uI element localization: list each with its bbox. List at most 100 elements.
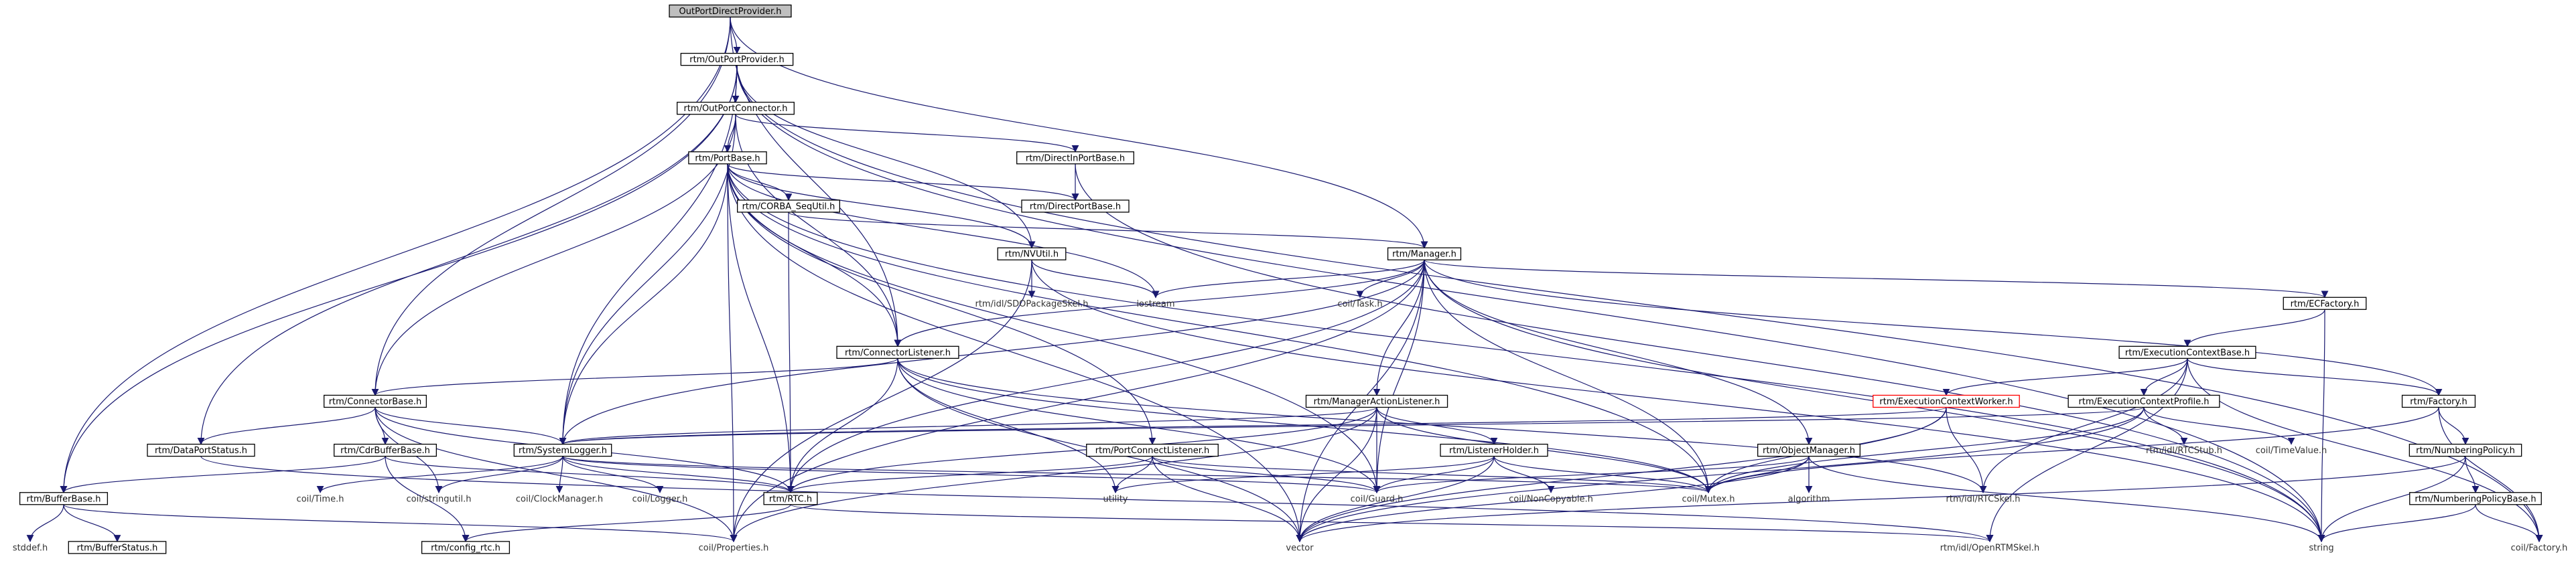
node-objectmanager[interactable]: rtm/ObjectManager.h	[1757, 443, 1860, 457]
node-box	[763, 492, 818, 505]
edge	[2187, 358, 2543, 542]
edge-portbase-to-string	[727, 163, 2325, 542]
node-factory[interactable]: rtm/Factory.h	[2401, 394, 2476, 408]
node-box	[688, 151, 767, 165]
edge	[1031, 260, 2325, 542]
node-bufferbase[interactable]: rtm/BufferBase.h	[19, 492, 109, 505]
edge	[1152, 456, 1712, 493]
node-connectorbase[interactable]: rtm/ConnectorBase.h	[323, 394, 427, 408]
node-properties[interactable]: coil/Properties.h	[687, 542, 780, 554]
node-manager[interactable]: rtm/Manager.h	[1387, 247, 1462, 260]
node-ecfactory[interactable]: rtm/ECFactory.h	[2283, 297, 2367, 310]
edge	[2317, 309, 2325, 542]
edge-portbase-to-systemlogger	[559, 163, 728, 445]
node-label: coil/Guard.h	[1351, 494, 1404, 504]
node-manageractionlistener[interactable]: rtm/ManagerActionListener.h	[1305, 394, 1448, 408]
edge-outportprovider-to-string	[736, 65, 2325, 542]
edge-executioncontextworker-to-systemlogger	[559, 406, 1947, 445]
node-box	[19, 492, 109, 505]
node-clockmanager[interactable]: coil/ClockManager.h	[509, 493, 611, 505]
edge	[559, 65, 738, 445]
node-directportbase[interactable]: rtm/DirectPortBase.h	[1021, 199, 1130, 213]
node-portconnectlistener[interactable]: rtm/PortConnectListener.h	[1086, 443, 1219, 457]
edge-manageractionlistener-to-rtc	[787, 407, 1377, 493]
node-label: rtm/idl/RTCStub.h	[2146, 446, 2222, 456]
node-label: coil/Task.h	[1337, 299, 1382, 309]
node-box	[147, 443, 255, 457]
node-label: vector	[1286, 543, 1314, 553]
node-executioncontextworker[interactable]: rtm/ExecutionContextWorker.h	[1873, 394, 2020, 408]
node-layer: OutPortDirectProvider.h rtm/OutPortProvid…	[6, 4, 2576, 554]
edge	[1373, 456, 1495, 493]
node-coiltime[interactable]: coil/Time.h	[289, 493, 352, 505]
node-sdopackageskel[interactable]: rtm/idl/SDOPackageSkel.h	[968, 297, 1095, 309]
node-connectorlistener[interactable]: rtm/ConnectorListener.h	[836, 345, 959, 359]
node-label: rtm/idl/RTCSkel.h	[1946, 494, 2021, 504]
node-coiltask[interactable]: coil/Task.h	[1329, 297, 1392, 309]
node-executioncontextprofile[interactable]: rtm/ExecutionContextProfile.h	[2067, 394, 2220, 408]
node-numberingpolicy[interactable]: rtm/NumberingPolicy.h	[2409, 443, 2522, 457]
node-openrtmskel[interactable]: rtm/idl/OpenRTMSkel.h	[1934, 542, 2045, 554]
edge	[63, 504, 121, 542]
edge-manager-to-coiltask	[1356, 260, 1425, 299]
edge-portbase-to-connectorlistener	[727, 163, 902, 347]
node-configrtc[interactable]: rtm/config_rtc.h	[421, 541, 511, 554]
edge-executioncontextbase-to-rtcskel	[1979, 358, 2188, 493]
edge	[385, 456, 795, 493]
node-numberingpolicybase[interactable]: rtm/NumberingPolicyBase.h	[2409, 492, 2542, 505]
edge-directinportbase-to-string	[1075, 163, 2325, 542]
edge-manager-to-mutex	[1424, 260, 1712, 493]
edge	[727, 163, 1304, 542]
node-algorithm[interactable]: algorithm	[1782, 493, 1836, 505]
node-box	[669, 4, 792, 18]
node-rtcskel[interactable]: rtm/idl/RTCSkel.h	[1937, 493, 2029, 505]
edge	[897, 358, 1987, 493]
node-mutex[interactable]: coil/Mutex.h	[1674, 493, 1743, 505]
edge-connectorbase-to-dataportstatus	[197, 407, 376, 445]
edge	[727, 163, 795, 493]
edge-portbase-to-nvutil	[727, 163, 1036, 249]
edge	[727, 163, 2325, 542]
node-outportprovider[interactable]: rtm/OutPortProvider.h	[680, 52, 794, 66]
node-rtc[interactable]: rtm/RTC.h	[763, 492, 818, 505]
edge-manager-to-ecfactory	[1424, 259, 2328, 299]
edge	[2183, 309, 2325, 347]
node-root[interactable]: OutPortDirectProvider.h	[669, 4, 792, 18]
node-stddef[interactable]: stddef.h	[6, 542, 54, 554]
edge-executioncontextprofile-to-vector	[1296, 407, 2145, 542]
edge-connectorlistener-to-guard	[897, 358, 1381, 493]
edge-corbaseqnutil-to-rtc	[787, 212, 795, 493]
node-vector[interactable]: vector	[1280, 542, 1320, 554]
node-label: utility	[1103, 494, 1128, 504]
node-directinportbase[interactable]: rtm/DirectInPortBase.h	[1016, 151, 1134, 165]
node-executioncontextbase[interactable]: rtm/ExecutionContextBase.h	[2118, 345, 2256, 359]
node-stringutil[interactable]: coil/stringutil.h	[393, 493, 485, 505]
node-iostream[interactable]: iostream	[1132, 297, 1180, 309]
node-coillogger[interactable]: coil/Logger.h	[624, 493, 697, 505]
node-string[interactable]: string	[2301, 542, 2342, 554]
node-label: rtm/idl/SDOPackageSkel.h	[975, 299, 1088, 309]
node-timevalue[interactable]: coil/TimeValue.h	[2248, 444, 2335, 457]
node-noncopyable[interactable]: coil/NonCopyable.h	[1502, 493, 1599, 505]
node-portbase[interactable]: rtm/PortBase.h	[688, 151, 767, 165]
edge	[1031, 260, 1160, 299]
edge	[2317, 456, 2466, 542]
node-cdrbufferbase[interactable]: rtm/CdrBufferBase.h	[333, 443, 437, 457]
node-rtcstub[interactable]: rtm/idl/RTCStub.h	[2138, 444, 2230, 457]
node-label: coil/Factory.h	[2511, 543, 2568, 553]
node-dataportstatus[interactable]: rtm/DataPortStatus.h	[147, 443, 255, 457]
edge-factory-to-numberingpolicy	[2438, 407, 2469, 445]
node-listenerholder[interactable]: rtm/ListenerHolder.h	[1440, 443, 1548, 457]
node-label: OutPortDirectProvider.h	[679, 7, 782, 17]
edge-outportprovider-to-dataportstatus	[197, 65, 738, 445]
node-box	[677, 102, 795, 115]
node-coilfactory[interactable]: coil/Factory.h	[2500, 542, 2576, 554]
node-systemlogger[interactable]: rtm/SystemLogger.h	[513, 443, 612, 457]
node-outportconnector[interactable]: rtm/OutPortConnector.h	[677, 102, 795, 115]
node-guard[interactable]: coil/Guard.h	[1343, 493, 1411, 505]
node-corbaseqnutil[interactable]: rtm/CORBA_SeqUtil.h	[737, 199, 841, 213]
edge-portbase-to-mutex	[727, 163, 1712, 493]
node-nvutil[interactable]: rtm/NVUtil.h	[997, 247, 1067, 260]
node-bufferstatus[interactable]: rtm/BufferStatus.h	[68, 541, 167, 554]
node-utility[interactable]: utility	[1093, 493, 1137, 505]
